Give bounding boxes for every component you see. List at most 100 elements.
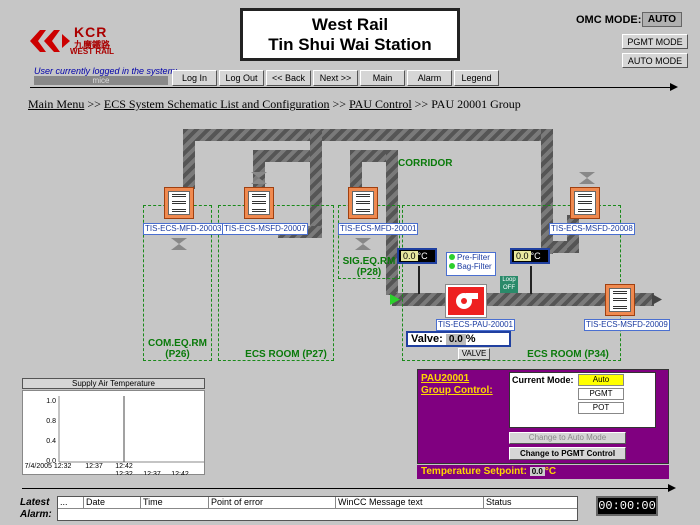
sig-eq-label: SIG.EQ.RM (P28) <box>342 256 396 278</box>
filter-status: Pre-Filter Bag-Filter <box>446 252 496 276</box>
bottom-divider <box>22 488 672 489</box>
breadcrumb-sep: >> <box>414 97 429 111</box>
login-button[interactable]: Log In <box>172 70 217 86</box>
duct-mid-loop-right <box>310 129 322 237</box>
alarm-col: ... <box>58 497 84 508</box>
auto-mode-button[interactable]: AUTO MODE <box>622 53 688 68</box>
ecs-p34-label: ECS ROOM (P34) <box>527 349 609 360</box>
omc-mode-value: AUTO <box>642 12 682 27</box>
user-label: User currently logged in the system: <box>34 66 178 76</box>
mode-option-pgmt[interactable]: PGMT <box>578 388 624 400</box>
chart-x-tick: 12:42 <box>115 463 133 470</box>
duct-top <box>183 129 553 141</box>
bottom-arrow-icon <box>668 484 676 492</box>
damper-tag: TIS-ECS-MSFD-20009 <box>584 319 670 331</box>
breadcrumb-pau-control[interactable]: PAU Control <box>349 97 412 111</box>
duct-left-drop <box>183 129 195 189</box>
sensor-probe <box>530 266 532 294</box>
duct-outlet-arrow-icon <box>652 294 662 305</box>
breadcrumb-sep: >> <box>87 97 101 111</box>
logo-chinese: 九廣鐵路 <box>74 40 111 50</box>
damper-tag: TIS-ECS-MFD-20003 <box>143 223 224 235</box>
user-name: mice <box>34 76 168 85</box>
duct-mid-loop-left <box>253 150 265 190</box>
room-ecs-p34 <box>402 205 621 361</box>
pau-unit[interactable] <box>445 284 487 318</box>
latest-alarm-label: Latest Alarm: <box>20 497 52 520</box>
room-ecs-p27 <box>218 205 334 361</box>
fan-symbol-icon <box>355 238 371 250</box>
logout-button[interactable]: Log Out <box>219 70 264 86</box>
damper-msfd-20007[interactable] <box>244 187 274 219</box>
damper-mfd-20003[interactable] <box>164 187 194 219</box>
title-line1: West Rail <box>311 15 389 34</box>
pau-tag: TIS-ECS-PAU-20001 <box>436 319 515 331</box>
duct-sig-drop <box>350 150 362 190</box>
alarm-col: Point of error <box>209 497 336 508</box>
change-pgmt-button[interactable]: Change to PGMT Control <box>509 447 626 460</box>
alarm-header: ... Date Time Point of error WinCC Messa… <box>58 497 577 509</box>
next-button[interactable]: Next >> <box>313 70 358 86</box>
temp-sensor-1[interactable]: 0.0°C <box>397 248 437 264</box>
damper-tag: TIS-ECS-MFD-20001 <box>338 223 419 235</box>
blower-fan-icon <box>456 293 478 309</box>
chart-x-tick: 12:32 <box>115 471 133 475</box>
omc-mode-label: OMC MODE: <box>576 14 642 26</box>
loop-status: Loop OFF <box>500 276 518 293</box>
duct-inlet-arrow-icon <box>390 294 400 305</box>
fan-symbol-icon <box>171 238 187 250</box>
damper-mfd-20001[interactable] <box>348 187 378 219</box>
temp-sensor-2[interactable]: 0.0°C <box>510 248 550 264</box>
breadcrumb-ecs[interactable]: ECS System Schematic List and Configurat… <box>103 97 330 111</box>
back-button[interactable]: << Back <box>266 70 311 86</box>
chart-x-tick: 12:42 <box>171 471 189 475</box>
breadcrumb-main-menu[interactable]: Main Menu <box>28 97 85 111</box>
breadcrumb-sep: >> <box>332 97 347 111</box>
chart-x-tick: 12:37 <box>85 463 103 470</box>
fan-symbol-icon <box>579 172 595 184</box>
nav-bar: Log In Log Out << Back Next >> Main Alar… <box>172 70 501 86</box>
main-button[interactable]: Main <box>360 70 405 86</box>
mode-option-auto[interactable]: Auto <box>578 374 624 386</box>
change-auto-button[interactable]: Change to Auto Mode <box>509 432 626 444</box>
title-line2: Tin Shui Wai Station <box>268 35 432 54</box>
alarm-col: Status <box>486 497 512 507</box>
setpoint-value[interactable]: 0.0 <box>529 467 545 476</box>
status-dot-icon <box>449 254 455 260</box>
chart-y-tick: 0.8 <box>46 418 56 425</box>
chart-x-tick: 12:37 <box>143 471 161 475</box>
duct-mid-loop <box>253 150 313 162</box>
alarm-col: WinCC Message text <box>336 497 484 508</box>
breadcrumb-current: PAU 20001 Group <box>431 97 521 111</box>
duct-right-vertical <box>541 129 553 254</box>
fan-symbol-icon <box>251 172 267 184</box>
current-mode-label: Current Mode: <box>512 375 574 385</box>
kcr-logo-icon <box>30 30 70 52</box>
alarm-button[interactable]: Alarm <box>407 70 452 86</box>
pgmt-mode-button[interactable]: PGMT MODE <box>622 34 688 49</box>
breadcrumb: Main Menu >> ECS System Schematic List a… <box>28 97 521 112</box>
alarm-table[interactable]: ... Date Time Point of error WinCC Messa… <box>57 496 578 521</box>
group-control-title[interactable]: PAU20001 Group Control: <box>421 373 493 396</box>
damper-tag: TIS-ECS-MSFD-20007 <box>222 223 308 235</box>
sensor-probe <box>418 266 420 294</box>
com-eq-label: COM.EQ.RM (P26) <box>148 338 207 360</box>
mode-option-pot[interactable]: POT <box>578 402 624 414</box>
chart-x-tick: 7/4/2005 12:32 <box>25 463 72 470</box>
damper-msfd-20009[interactable] <box>605 284 635 316</box>
chart-y-tick: 1.0 <box>46 398 56 405</box>
valve-button[interactable]: VALVE <box>458 348 490 360</box>
chart-panel <box>22 390 205 475</box>
temperature-setpoint: Temperature Setpoint: 0.0°C <box>417 465 669 479</box>
damper-msfd-20008[interactable] <box>570 187 600 219</box>
valve-readout: Valve: 0.0% <box>406 331 511 347</box>
station-title: West Rail Tin Shui Wai Station <box>240 8 460 61</box>
alarm-col: Date <box>84 497 141 508</box>
logo-text: KCR <box>74 24 108 40</box>
chart-y-tick: 0.4 <box>46 438 56 445</box>
duct-sig-right <box>386 150 398 295</box>
legend-button[interactable]: Legend <box>454 70 499 86</box>
ecs-p27-label: ECS ROOM (P27) <box>245 349 327 360</box>
alarm-col: Time <box>141 497 209 508</box>
